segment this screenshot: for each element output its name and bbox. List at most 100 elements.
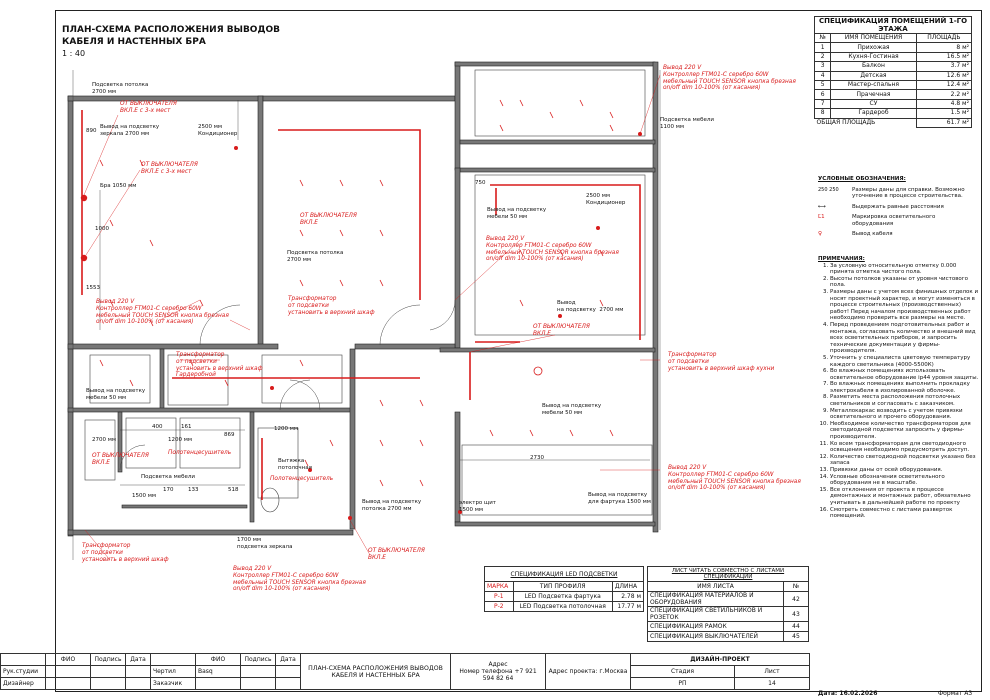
led-lines <box>81 110 641 500</box>
rooms-spec-title: СПЕЦИФИКАЦИЯ ПОМЕЩЕНИЙ 1-ГО ЭТАЖА <box>814 16 972 34</box>
door-swings <box>119 299 456 471</box>
table-cell: 12.6 м² <box>915 70 973 81</box>
table-cell: Детская <box>830 70 917 81</box>
sheets-col-name: ИМЯ ЛИСТА <box>647 581 784 592</box>
dimension-400: 400 <box>152 424 163 430</box>
stamp-cell <box>150 653 196 666</box>
note-item: Высоты потолков указаны от уровня чистов… <box>830 276 980 289</box>
table-cell: LED Подсветка фартука <box>512 591 613 602</box>
led-spec-table: СПЕЦИФИКАЦИЯ LED ПОДСВЕТКИ МАРКА ТИП ПРО… <box>484 566 645 612</box>
label-ceiling-light-2: Подсветка потолка 2700 мм <box>287 250 344 263</box>
drawing-scale: 1 : 40 <box>62 49 86 58</box>
dimension-1000: 1000 <box>95 226 109 232</box>
red-label-transformer-2: Трансформатор от подсветки установить в … <box>176 352 263 379</box>
stamp-role-3-name: Вasq <box>195 665 241 678</box>
table-cell: СУ <box>830 98 917 110</box>
stamp-phone: Номер телефона +7 921 594 82 64 <box>459 668 537 682</box>
stamp-role-3: Чертил <box>150 665 196 678</box>
legend-item: ♀ Вывод кабеля <box>818 231 978 238</box>
stamp-cell <box>195 677 241 690</box>
table-cell: Прачечная <box>830 89 917 100</box>
table-cell: 43 <box>783 606 809 622</box>
drawing-title: ПЛАН-СХЕМА РАСПОЛОЖЕНИЯ ВЫВОДОВ КАБЕЛЯ И… <box>62 25 280 47</box>
stamp-cell <box>90 665 126 678</box>
furniture <box>84 69 653 516</box>
rooms-col-area: ПЛОЩАДЬ <box>915 32 973 44</box>
table-cell: 4.8 м² <box>915 98 973 110</box>
note-item: За условную относительную отметку 0.000 … <box>830 263 980 276</box>
cable-outlets <box>80 132 642 520</box>
red-label-switch-5: ОТ ВЫКЛЮЧАТЕЛЯ ВКЛ.Е <box>92 453 149 466</box>
stamp-sign-2: Подпись <box>240 653 276 666</box>
led-col-length: ДЛИНА <box>611 581 645 592</box>
label-furniture-light-1: Подсветка мебели 1100 мм <box>660 117 714 130</box>
label-apron-outlet: Вывод на подсветку для фартука 1500 мм <box>588 492 651 505</box>
table-cell: 1.5 м² <box>915 108 973 119</box>
note-item: Все отклонения от проекта в процессе дем… <box>830 487 980 507</box>
legend-text: Размеры даны для справки. Возможно уточн… <box>852 186 965 200</box>
note-item: Перед проведением подготовительных работ… <box>830 322 980 355</box>
stamp-stage-label: Стадия <box>630 665 735 678</box>
note-item: Ко всем трансформаторам для светодиодног… <box>830 441 980 454</box>
red-label-switch-6: ОТ ВЫКЛЮЧАТЕЛЯ ВКЛ.Е <box>368 548 425 561</box>
stamp-cell <box>275 677 301 690</box>
label-ac-2: 2500 мм Кондиционер <box>586 193 626 206</box>
table-cell: Прихожая <box>830 42 917 53</box>
dimension-170: 170 <box>163 487 174 493</box>
label-furniture-outlet-3: Вывод на подсветку мебели 50 мм <box>542 403 602 416</box>
red-label-transformer-1: Трансформатор от подсветки установить в … <box>288 296 375 316</box>
drawing-frame <box>55 10 982 692</box>
table-cell: 6 <box>813 89 832 100</box>
stamp-address: Адрес <box>488 661 508 668</box>
table-cell: 16.5 м² <box>915 51 973 63</box>
table-cell: Гардероб <box>830 108 917 119</box>
note-item: Металлокаркас возводить с учетом привязк… <box>830 408 980 421</box>
label-furniture-light-2: Подсветка мебели <box>141 474 195 480</box>
stamp-project-type: ДИЗАЙН-ПРОЕКТ <box>630 653 810 666</box>
equal-spacing-icon: ⟷ <box>818 203 826 210</box>
stamp-role-4: Заказчик <box>150 677 196 690</box>
rooms-spec-table: СПЕЦИФИКАЦИЯ ПОМЕЩЕНИЙ 1-ГО ЭТАЖА № ИМЯ … <box>813 16 973 128</box>
dimension-518: 518 <box>228 487 239 493</box>
stamp-cell <box>0 653 46 666</box>
red-label-towel-dryer-1: Полотенцесушитель <box>168 450 232 456</box>
led-spec-title: СПЕЦИФИКАЦИЯ LED ПОДСВЕТКИ <box>484 566 644 582</box>
stamp-stage-value: РП <box>630 677 735 690</box>
stamp-contacts: Адрес Номер телефона +7 921 594 82 64 <box>450 653 546 690</box>
legend-title: УСЛОВНЫЕ ОБОЗНАЧЕНИЯ: <box>818 176 906 182</box>
legend-symbol: Ľ1 <box>818 214 825 220</box>
stamp-cell <box>45 677 91 690</box>
red-label-controller-2: Вывод 220 V Контроллер FTM01-C серебро 6… <box>486 236 619 263</box>
walls <box>67 61 659 537</box>
table-cell: Р-2 <box>484 601 514 612</box>
stamp-date-label: Дата: 16.02.2026 <box>818 690 878 697</box>
note-item: Разметить места расположения потолочных … <box>830 394 980 407</box>
legend-item: Ľ1 Маркировка осветительного оборудовани… <box>818 214 978 227</box>
stamp-date-1: Дата <box>125 653 151 666</box>
stamp-cell <box>90 677 126 690</box>
table-cell: 45 <box>783 631 809 642</box>
label-panel: электро щит 1500 мм <box>459 500 497 513</box>
cable-outlet-icon: ♀ <box>818 231 823 237</box>
red-label-controller-4: Вывод 220 V Контроллер FTM01-C серебро 6… <box>668 465 801 492</box>
total-row: ОБЩАЯ ПЛОЩАДЬ 61.7 м² <box>815 117 973 128</box>
dimension-2730: 2730 <box>530 455 544 461</box>
dimension-lines <box>72 70 661 560</box>
label-sconce: Бра 1050 мм <box>100 183 137 189</box>
table-cell: 3.7 м² <box>915 61 973 72</box>
label-ceiling-light-1: Подсветка потолка 2700 мм <box>92 82 149 95</box>
label-outlet-2700: Вывод на подсветку 2700 мм <box>557 300 624 313</box>
red-label-controller-3: Вывод 220 V Контроллер FTM01-C серебро 6… <box>96 299 229 326</box>
note-item: Во влажных помещениях использовать освет… <box>830 368 980 381</box>
table-cell: СПЕЦИФИКАЦИЯ СВЕТИЛЬНИКОВ И РОЗЕТОК <box>647 606 784 622</box>
table-cell: Мастер-спальня <box>830 79 917 91</box>
legend-text: Выдержать равные расстояния <box>852 203 944 210</box>
